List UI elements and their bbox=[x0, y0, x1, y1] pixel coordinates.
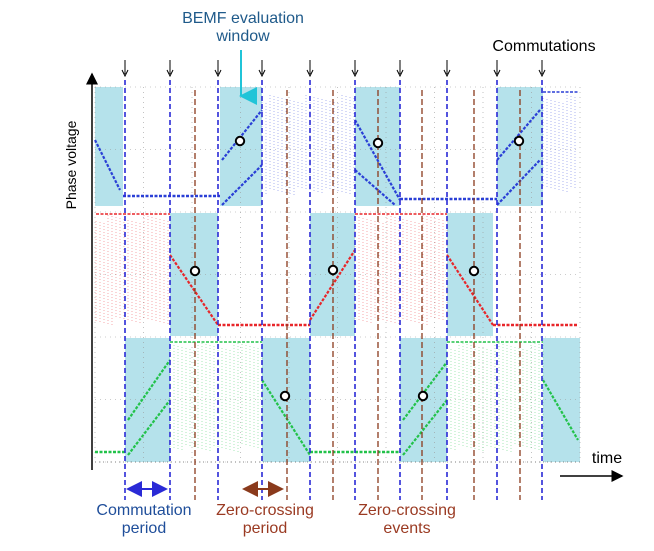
bemf-window bbox=[220, 87, 262, 206]
circle-marker-icon bbox=[468, 265, 480, 277]
phase-b-trace bbox=[169, 254, 219, 326]
x-axis-label: time bbox=[591, 450, 623, 467]
down-arrow-icon bbox=[166, 69, 174, 78]
phase-a-trace bbox=[496, 109, 541, 161]
commutation-period-label-line2: period bbox=[121, 520, 167, 538]
zero-crossing-period-label-line1: Zero-crossing bbox=[216, 502, 314, 519]
zero-crossing-events-label: Zero-crossing events bbox=[342, 502, 472, 539]
down-arrow-icon bbox=[538, 69, 546, 78]
phase-a-trace bbox=[354, 119, 401, 201]
down-arrow-icon bbox=[493, 69, 501, 78]
bemf-window bbox=[95, 87, 123, 206]
circle-marker-icon bbox=[513, 135, 525, 147]
bemf-window-label: BEMF evaluation window bbox=[158, 10, 328, 47]
y-axis-label: Phase voltage bbox=[63, 120, 79, 210]
circle-marker-icon bbox=[234, 135, 246, 147]
commutation-period-label-line1: Commutation bbox=[96, 502, 192, 519]
commutations-label: Commutations bbox=[492, 38, 596, 55]
zero-crossing-events-label-line2: events bbox=[383, 520, 431, 538]
phase-c-trace bbox=[127, 359, 171, 421]
zero-crossing-lines bbox=[194, 90, 521, 500]
phase-c-trace bbox=[261, 379, 311, 456]
down-arrow-icon bbox=[121, 69, 129, 78]
phase-c-trace bbox=[127, 399, 171, 456]
phase-a-trace bbox=[221, 109, 263, 161]
zero-crossing-markers bbox=[189, 135, 525, 402]
zero-crossing-period-label: Zero-crossing period bbox=[200, 502, 330, 539]
phase-a-trace bbox=[221, 164, 263, 206]
zero-crossing-events-label-line1: Zero-crossing bbox=[358, 502, 456, 519]
down-arrow-icon bbox=[351, 69, 359, 78]
commutation-lines bbox=[124, 80, 543, 500]
scope-grid bbox=[94, 86, 581, 463]
down-arrow-icon bbox=[306, 69, 314, 78]
phase-c-trace bbox=[542, 379, 579, 441]
phase-a-trace bbox=[496, 159, 541, 206]
phase-c-trace bbox=[402, 361, 448, 421]
circle-marker-icon bbox=[189, 265, 201, 277]
zero-crossing-period-label-line2: period bbox=[242, 520, 288, 538]
bemf-window bbox=[125, 338, 170, 462]
bemf-window-label-line2: window bbox=[216, 28, 270, 46]
circle-marker-icon bbox=[417, 390, 429, 402]
phase-b-trace bbox=[446, 254, 494, 326]
down-arrow-icon bbox=[443, 69, 451, 78]
phase-c-trace bbox=[402, 399, 448, 456]
down-arrow-icon bbox=[214, 69, 222, 78]
phase-a-trace bbox=[94, 139, 121, 191]
phase-traces bbox=[94, 91, 579, 456]
down-arrow-icon bbox=[258, 69, 266, 78]
down-arrow-icon bbox=[396, 69, 404, 78]
bemf-window bbox=[543, 338, 580, 462]
circle-marker-icon bbox=[372, 137, 384, 149]
circle-marker-icon bbox=[327, 264, 339, 276]
circle-marker-icon bbox=[279, 390, 291, 402]
bemf-window-label-line1: BEMF evaluation bbox=[182, 10, 304, 27]
commutation-arrows bbox=[121, 60, 546, 78]
commutation-period-label: Commutation period bbox=[84, 502, 204, 539]
